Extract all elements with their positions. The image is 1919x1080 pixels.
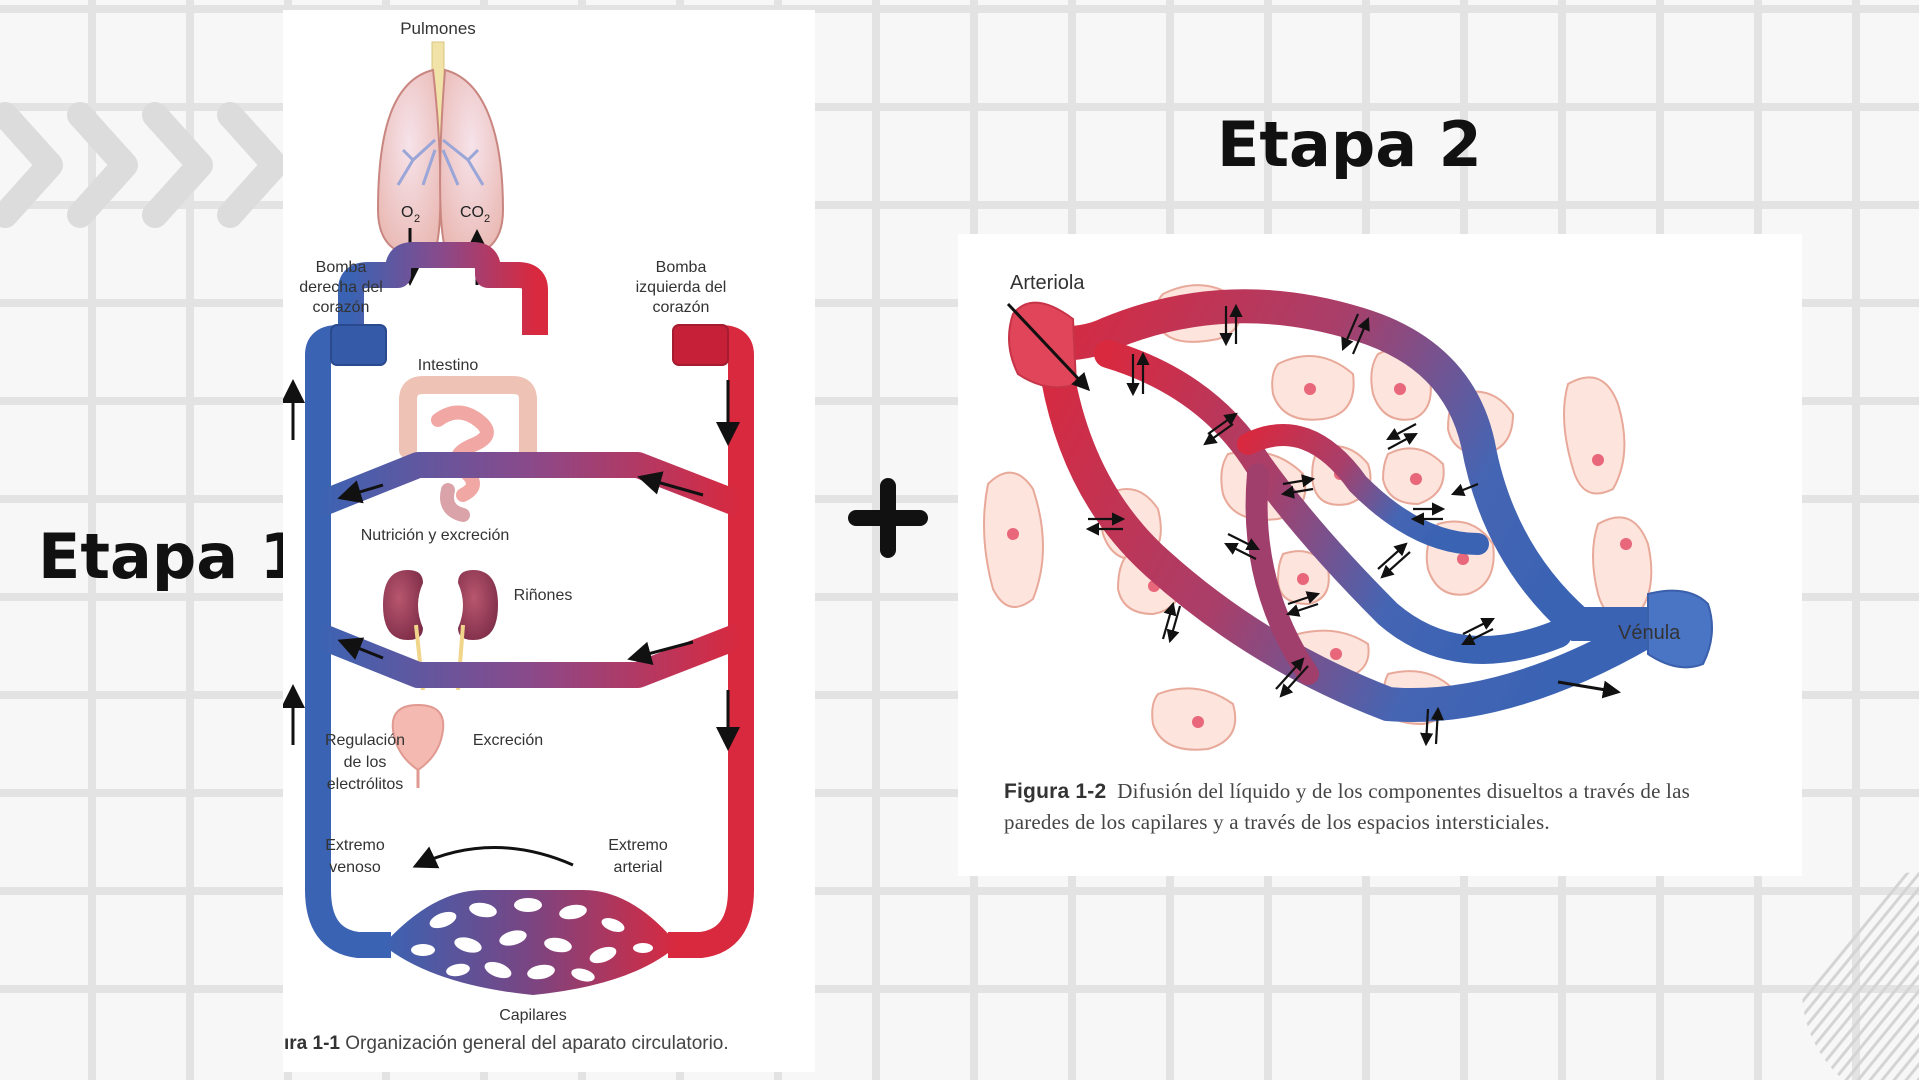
figure-2-caption-label: Figura 1-2	[1004, 780, 1107, 803]
right-pump-label-2: derecha del	[299, 279, 383, 296]
intestine-label: Intestino	[418, 357, 479, 374]
stage-2-title: Etapa 2	[1217, 108, 1482, 181]
co2-label: CO	[460, 204, 484, 221]
co2-subscript: 2	[484, 213, 490, 225]
intestinal-circulation-vessel	[313, 452, 746, 518]
figure-2-caption: Figura 1-2 Difusión del líquido y de los…	[1004, 776, 1694, 837]
diagonal-stripes-decoration	[1802, 872, 1919, 1080]
right-heart-pump	[330, 324, 387, 366]
pulmonary-vessel	[338, 242, 548, 335]
stage-1-title: Etapa 1	[38, 520, 303, 593]
chevron-decoration	[0, 102, 288, 228]
left-pump-label-1: Bomba	[656, 259, 707, 276]
regulation-label-2: de los	[344, 754, 387, 771]
o2-label: O	[401, 204, 413, 221]
venous-trunk	[305, 355, 391, 958]
figure-2-caption-text: Difusión del líquido y de los componente…	[1004, 779, 1690, 834]
venous-end-label-2: venoso	[329, 859, 381, 876]
capillary-flow-arrow	[412, 846, 574, 869]
left-heart-pump	[672, 324, 729, 366]
left-pump-label-2: izquierda del	[636, 279, 727, 296]
regulation-label-3: electrólitos	[327, 776, 403, 793]
kidneys-label: Riñones	[514, 587, 573, 604]
arterial-trunk	[668, 355, 754, 958]
arterial-end-label-1: Extremo	[608, 837, 668, 854]
venous-end-label-1: Extremo	[325, 837, 385, 854]
right-pump-label-3: corazón	[313, 299, 370, 316]
lungs-illustration	[376, 41, 505, 257]
venule-vessel	[1647, 589, 1713, 669]
excretion-label: Excreción	[473, 732, 543, 749]
figure-1-caption-label: ıra 1-1	[284, 1033, 340, 1054]
chevron-right-icon	[142, 102, 213, 228]
chevron-right-icon	[67, 102, 138, 228]
o2-subscript: 2	[414, 213, 420, 225]
figure-1-caption-text: Organización general del aparato circula…	[345, 1033, 729, 1054]
capillary-bed-illustration	[383, 890, 678, 995]
arteriole-label: Arteriola	[1010, 272, 1085, 294]
lungs-label: Pulmones	[400, 19, 476, 38]
regulation-label-1: Regulación	[325, 732, 405, 749]
renal-circulation-vessel	[313, 622, 746, 688]
nutrition-label: Nutrición y excreción	[361, 527, 510, 544]
figure-1-panel: Pulmones O 2 CO 2 Bomba derecha del cora…	[281, 10, 815, 1072]
circulatory-system-diagram: Pulmones O 2 CO 2 Bomba derecha del cora…	[281, 19, 754, 1024]
chevron-right-icon	[0, 102, 63, 228]
capillaries-label: Capilares	[499, 1007, 567, 1024]
left-pump-label-3: corazón	[653, 299, 710, 316]
plus-icon	[848, 478, 928, 558]
right-pump-label-1: Bomba	[316, 259, 367, 276]
figure-1-caption: ıra 1-1 Organización general del aparato…	[284, 1033, 729, 1055]
kidneys-illustration	[383, 570, 498, 691]
chevron-right-icon	[217, 102, 288, 228]
capillary-diffusion-diagram: Arteriola Vénula	[983, 272, 1713, 751]
capillary-network	[1036, 289, 1675, 722]
venule-label: Vénula	[1618, 622, 1681, 644]
figure-2-panel: Arteriola Vénula	[958, 234, 1802, 876]
arterial-end-label-2: arterial	[614, 859, 663, 876]
diffusion-arrows	[1085, 303, 1495, 747]
intestine-illustration	[399, 376, 537, 522]
